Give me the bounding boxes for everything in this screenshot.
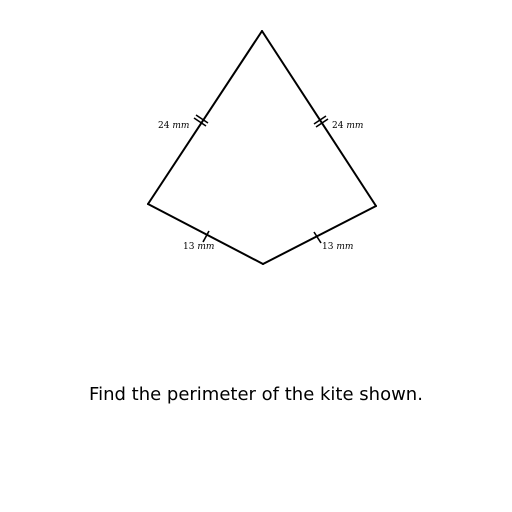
kite-upper-right-side [261, 30, 377, 207]
kite-lower-right-side [262, 205, 377, 265]
question-text: Find the perimeter of the kite shown. [89, 384, 423, 405]
double-tick-mark-upper-left [193, 114, 209, 127]
single-tick-mark-lower-left [202, 230, 210, 243]
lower-right-length-label: 13 mm [322, 242, 353, 252]
double-tick-mark-upper-right [313, 115, 329, 128]
lower-left-length-label: 13 mm [183, 242, 214, 252]
kite-lower-left-side [147, 203, 264, 265]
single-tick-mark-lower-right [313, 231, 322, 244]
upper-left-length-label: 24 mm [158, 121, 189, 131]
kite-upper-left-side [147, 30, 263, 205]
upper-right-length-label: 24 mm [332, 121, 363, 131]
